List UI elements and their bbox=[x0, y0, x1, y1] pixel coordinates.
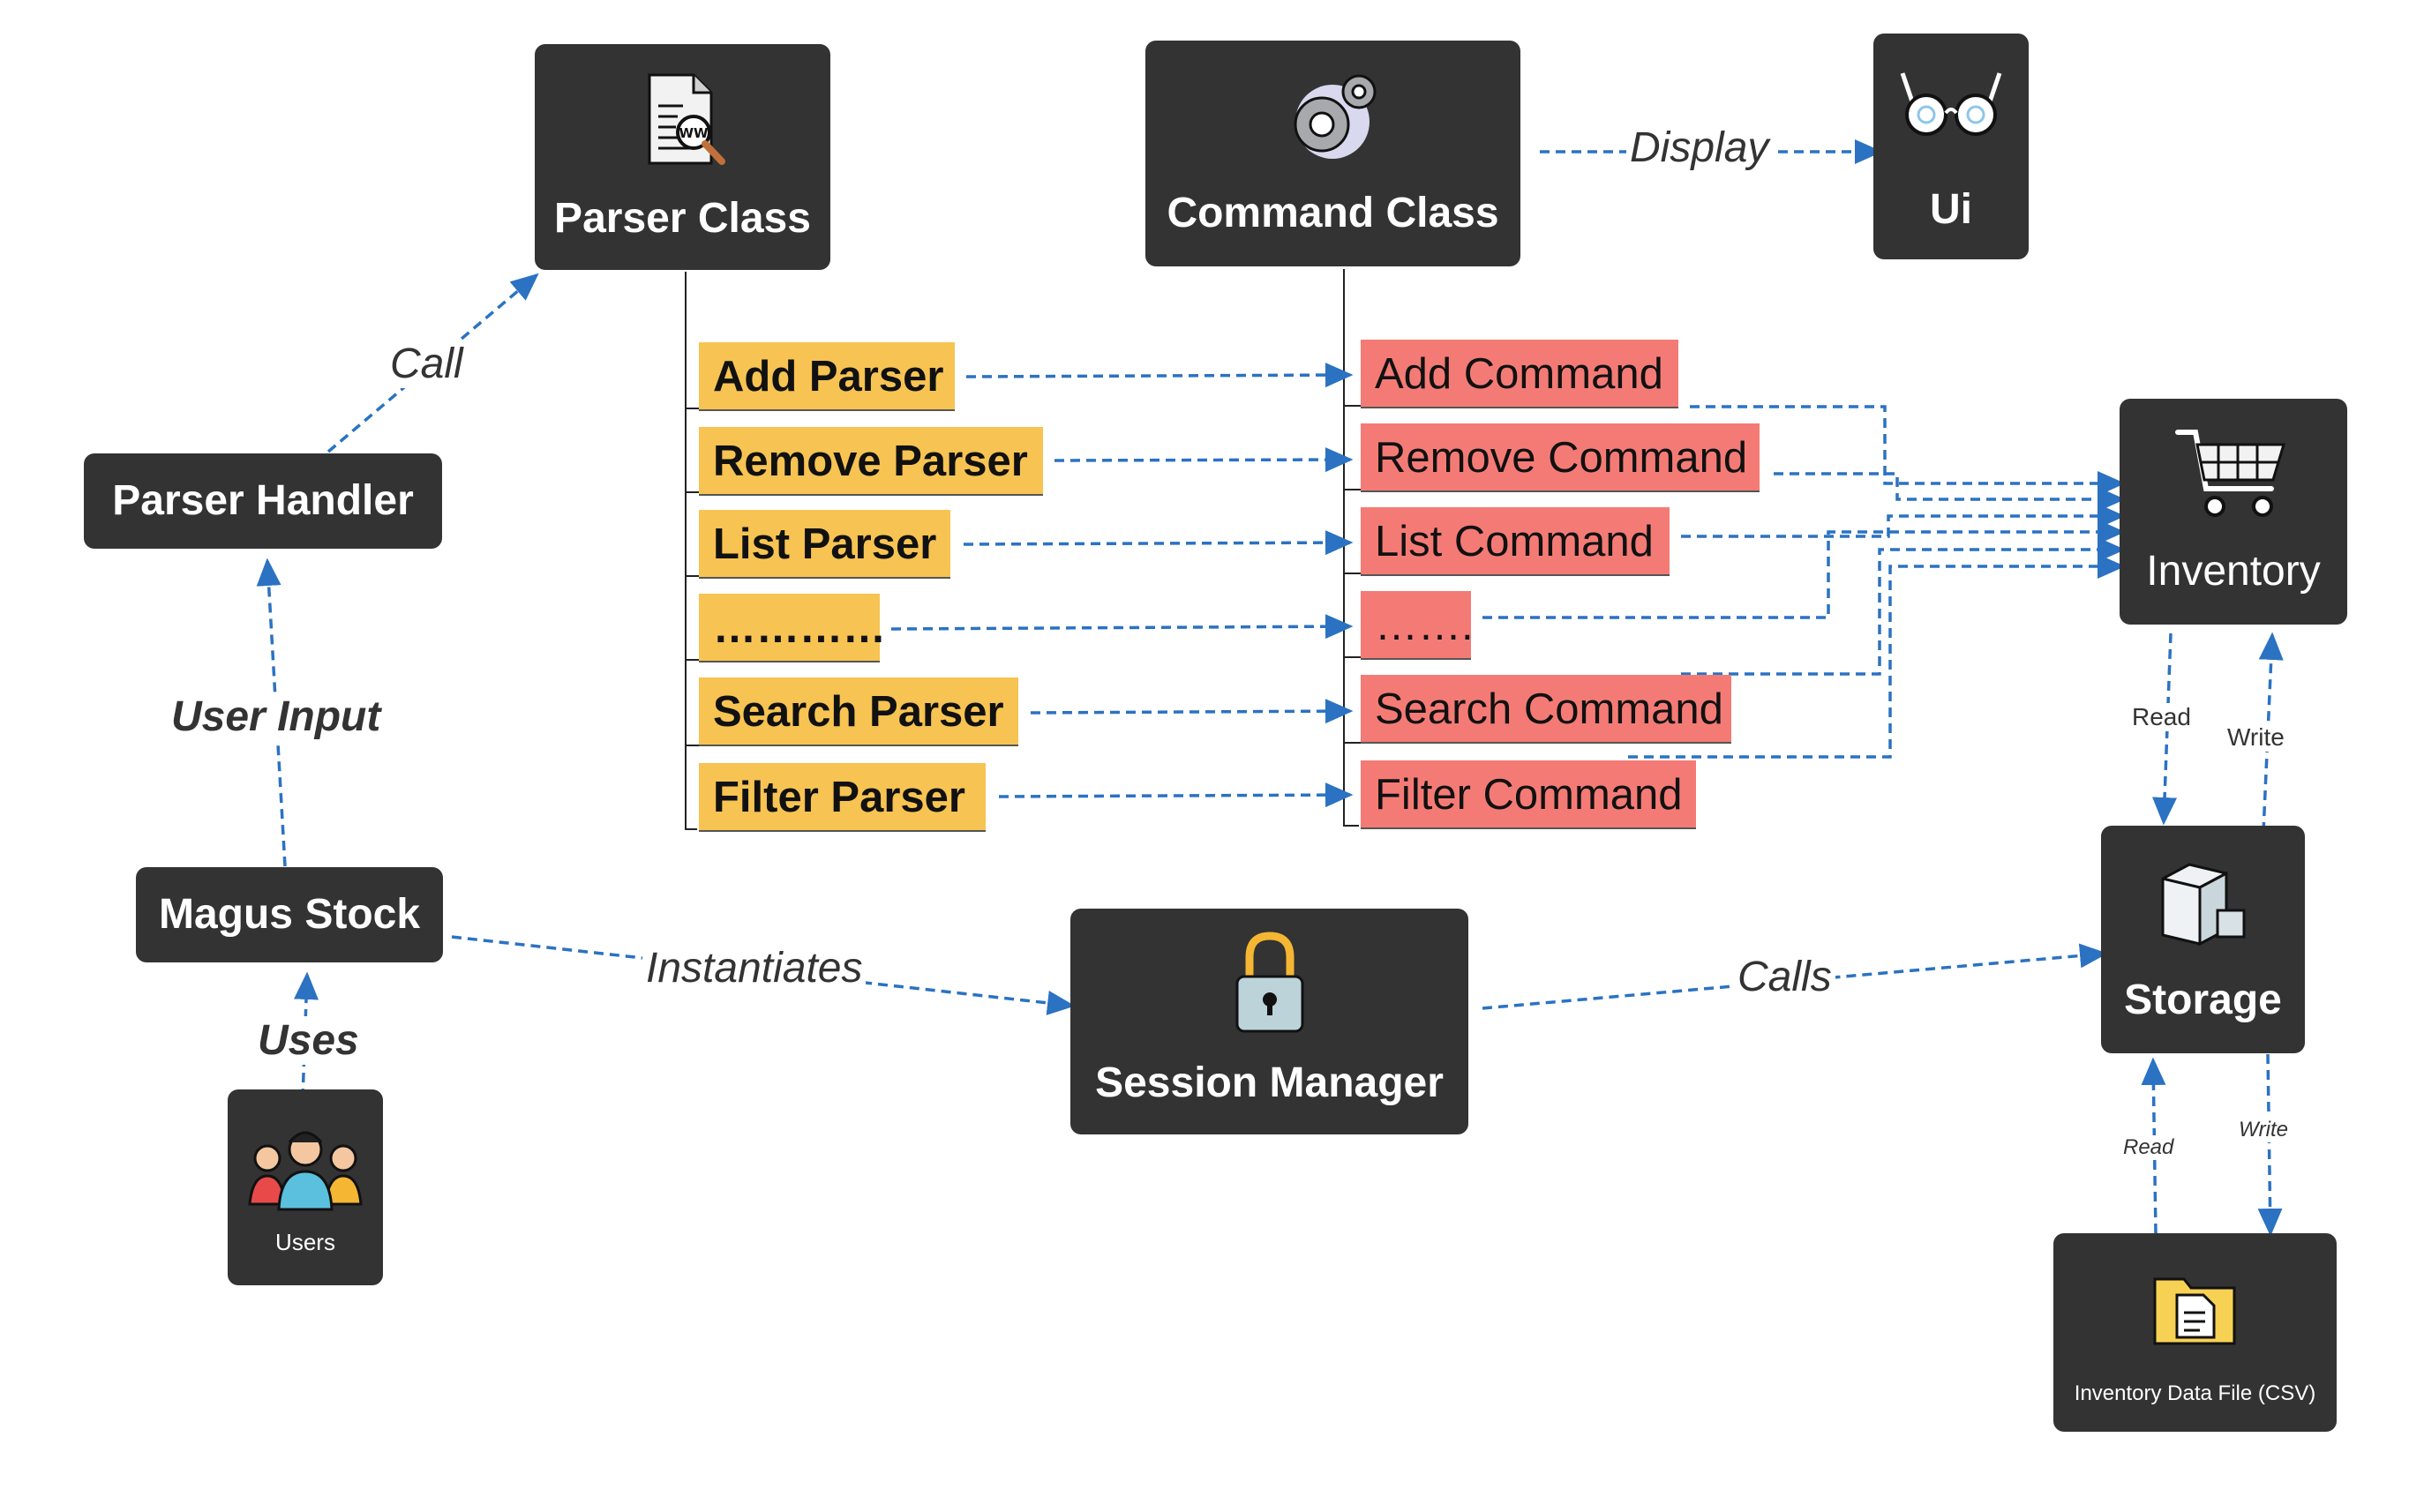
arrow-filter-command-to-inventory bbox=[1628, 554, 2126, 759]
inventory-node[interactable]: Inventory bbox=[2120, 399, 2347, 625]
arrow-users-to-magus-stock bbox=[294, 971, 319, 1099]
edge-label-write-inventory: Write bbox=[2224, 723, 2288, 752]
parser-class-label: Parser Class bbox=[554, 195, 811, 242]
command-tag-filter[interactable]: Filter Command bbox=[1361, 760, 1696, 829]
command-tree-branches bbox=[1344, 405, 1361, 744]
ui-node[interactable]: Ui bbox=[1873, 34, 2029, 259]
arrow-search-command-to-inventory bbox=[1681, 537, 2126, 676]
edge-label-display: Display bbox=[1626, 124, 1773, 172]
session-manager-node[interactable]: Session Manager bbox=[1070, 909, 1468, 1134]
data-file-node[interactable]: Inventory Data File (CSV) bbox=[2053, 1233, 2337, 1432]
command-tag-more[interactable]: ……. bbox=[1361, 591, 1474, 660]
magus-stock-label: Magus Stock bbox=[158, 891, 421, 938]
arrow-magus-stock-to-session-manager bbox=[451, 935, 1076, 1015]
shopping-cart-icon bbox=[2175, 430, 2286, 517]
edge-label-read-file: Read bbox=[2120, 1135, 2178, 1160]
web-document-search-icon: WW bbox=[648, 73, 725, 165]
command-tag-list[interactable]: List Command bbox=[1361, 507, 1670, 576]
arrow-session-manager-to-storage bbox=[1482, 943, 2108, 1010]
command-tag-add[interactable]: Add Command bbox=[1361, 340, 1678, 408]
arrow-dots-command-to-inventory bbox=[1482, 520, 2126, 619]
users-group-icon bbox=[248, 1131, 363, 1211]
edge-label-write-file: Write bbox=[2235, 1118, 2292, 1142]
command-tag-search[interactable]: Search Command bbox=[1361, 675, 1731, 744]
edge-label-calls: Calls bbox=[1734, 953, 1835, 1001]
parser-tag-filter[interactable]: Filter Parser bbox=[699, 763, 986, 832]
parser-handler-node[interactable]: Parser Handler bbox=[84, 453, 442, 549]
magus-stock-node[interactable]: Magus Stock bbox=[136, 867, 443, 962]
session-manager-label: Session Manager bbox=[1095, 1059, 1444, 1106]
arrow-magus-stock-to-parser-handler bbox=[256, 558, 287, 867]
svg-text:WW: WW bbox=[679, 125, 709, 141]
parser-tag-search[interactable]: Search Parser bbox=[699, 677, 1018, 746]
arrow-list-command-to-inventory bbox=[1681, 504, 2126, 538]
parser-tag-remove[interactable]: Remove Parser bbox=[699, 427, 1043, 496]
arrow-add-command-to-inventory bbox=[1690, 405, 2126, 496]
data-file-label: Inventory Data File (CSV) bbox=[2074, 1381, 2316, 1405]
arrow-search-parser-to-search-command bbox=[1030, 699, 1354, 724]
command-class-label: Command Class bbox=[1167, 190, 1499, 236]
parser-tree-branches bbox=[686, 408, 699, 746]
parser-tag-more[interactable]: ………… bbox=[699, 594, 886, 662]
parser-class-node[interactable]: WW Parser Class bbox=[535, 44, 830, 270]
parser-tag-list[interactable]: List Parser bbox=[699, 510, 950, 579]
edge-label-user-input: User Input bbox=[168, 692, 385, 741]
gears-icon bbox=[1294, 74, 1377, 159]
parser-handler-label: Parser Handler bbox=[112, 477, 414, 524]
arrow-add-parser-to-add-command bbox=[965, 363, 1354, 388]
arrow-filter-parser-to-filter-command bbox=[998, 782, 1354, 808]
edge-label-instantiates: Instantiates bbox=[642, 944, 867, 992]
glasses-icon bbox=[1900, 72, 2002, 136]
users-label: Users bbox=[275, 1229, 335, 1255]
storage-label: Storage bbox=[2124, 977, 2282, 1023]
folder-document-icon bbox=[2153, 1277, 2236, 1345]
arrow-remove-command-to-inventory bbox=[1774, 472, 2126, 512]
storage-boxes-icon bbox=[2161, 863, 2246, 947]
edge-label-uses: Uses bbox=[254, 1016, 363, 1065]
padlock-icon bbox=[1235, 932, 1304, 1033]
arrow-storage-write-to-file bbox=[2257, 1053, 2283, 1237]
arrow-list-parser-to-list-command bbox=[963, 530, 1354, 556]
parser-tree-line bbox=[685, 272, 697, 830]
inventory-label: Inventory bbox=[2146, 548, 2321, 595]
command-class-node[interactable]: Command Class bbox=[1145, 41, 1520, 266]
arrow-dots-parser-to-dots-command bbox=[890, 614, 1354, 640]
parser-tag-add[interactable]: Add Parser bbox=[699, 342, 955, 411]
users-node[interactable]: Users bbox=[228, 1089, 383, 1285]
edge-label-call: Call bbox=[386, 340, 467, 388]
storage-node[interactable]: Storage bbox=[2101, 826, 2305, 1053]
command-tag-remove[interactable]: Remove Command bbox=[1361, 423, 1760, 492]
ui-label: Ui bbox=[1930, 186, 1972, 233]
edge-label-read-inventory: Read bbox=[2128, 703, 2195, 731]
